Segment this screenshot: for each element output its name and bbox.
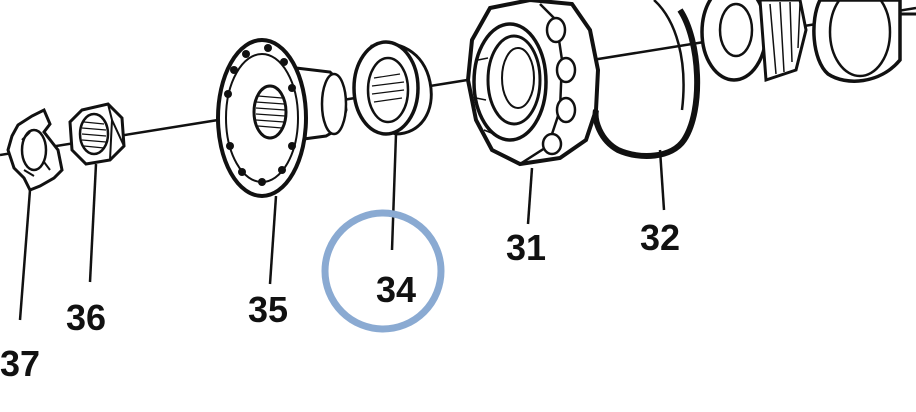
leader-line-37	[18, 189, 32, 321]
hub-housing-part-31	[465, 0, 601, 167]
o-ring-part-32	[592, 0, 701, 159]
leader-line-31	[526, 167, 534, 225]
leader-line-36	[88, 163, 98, 283]
bearing-cup	[812, 0, 916, 83]
lock-washer-part-37	[6, 107, 64, 192]
leader-line-35	[268, 195, 278, 285]
label-part-34: 34	[376, 269, 416, 310]
seal-ring-part-34	[352, 40, 433, 136]
leader-line-32	[658, 149, 666, 211]
label-part-37: 37	[0, 343, 40, 384]
nut-part-36	[68, 102, 126, 166]
leader-line-34	[390, 133, 398, 251]
leader-lines	[18, 133, 666, 321]
label-part-35: 35	[248, 289, 288, 330]
bearing-cone	[700, 0, 808, 83]
drive-flange-part-35	[216, 38, 348, 198]
label-part-36: 36	[66, 297, 106, 338]
label-part-31: 31	[506, 227, 546, 268]
label-part-32: 32	[640, 217, 680, 258]
highlight-circle	[321, 209, 445, 333]
